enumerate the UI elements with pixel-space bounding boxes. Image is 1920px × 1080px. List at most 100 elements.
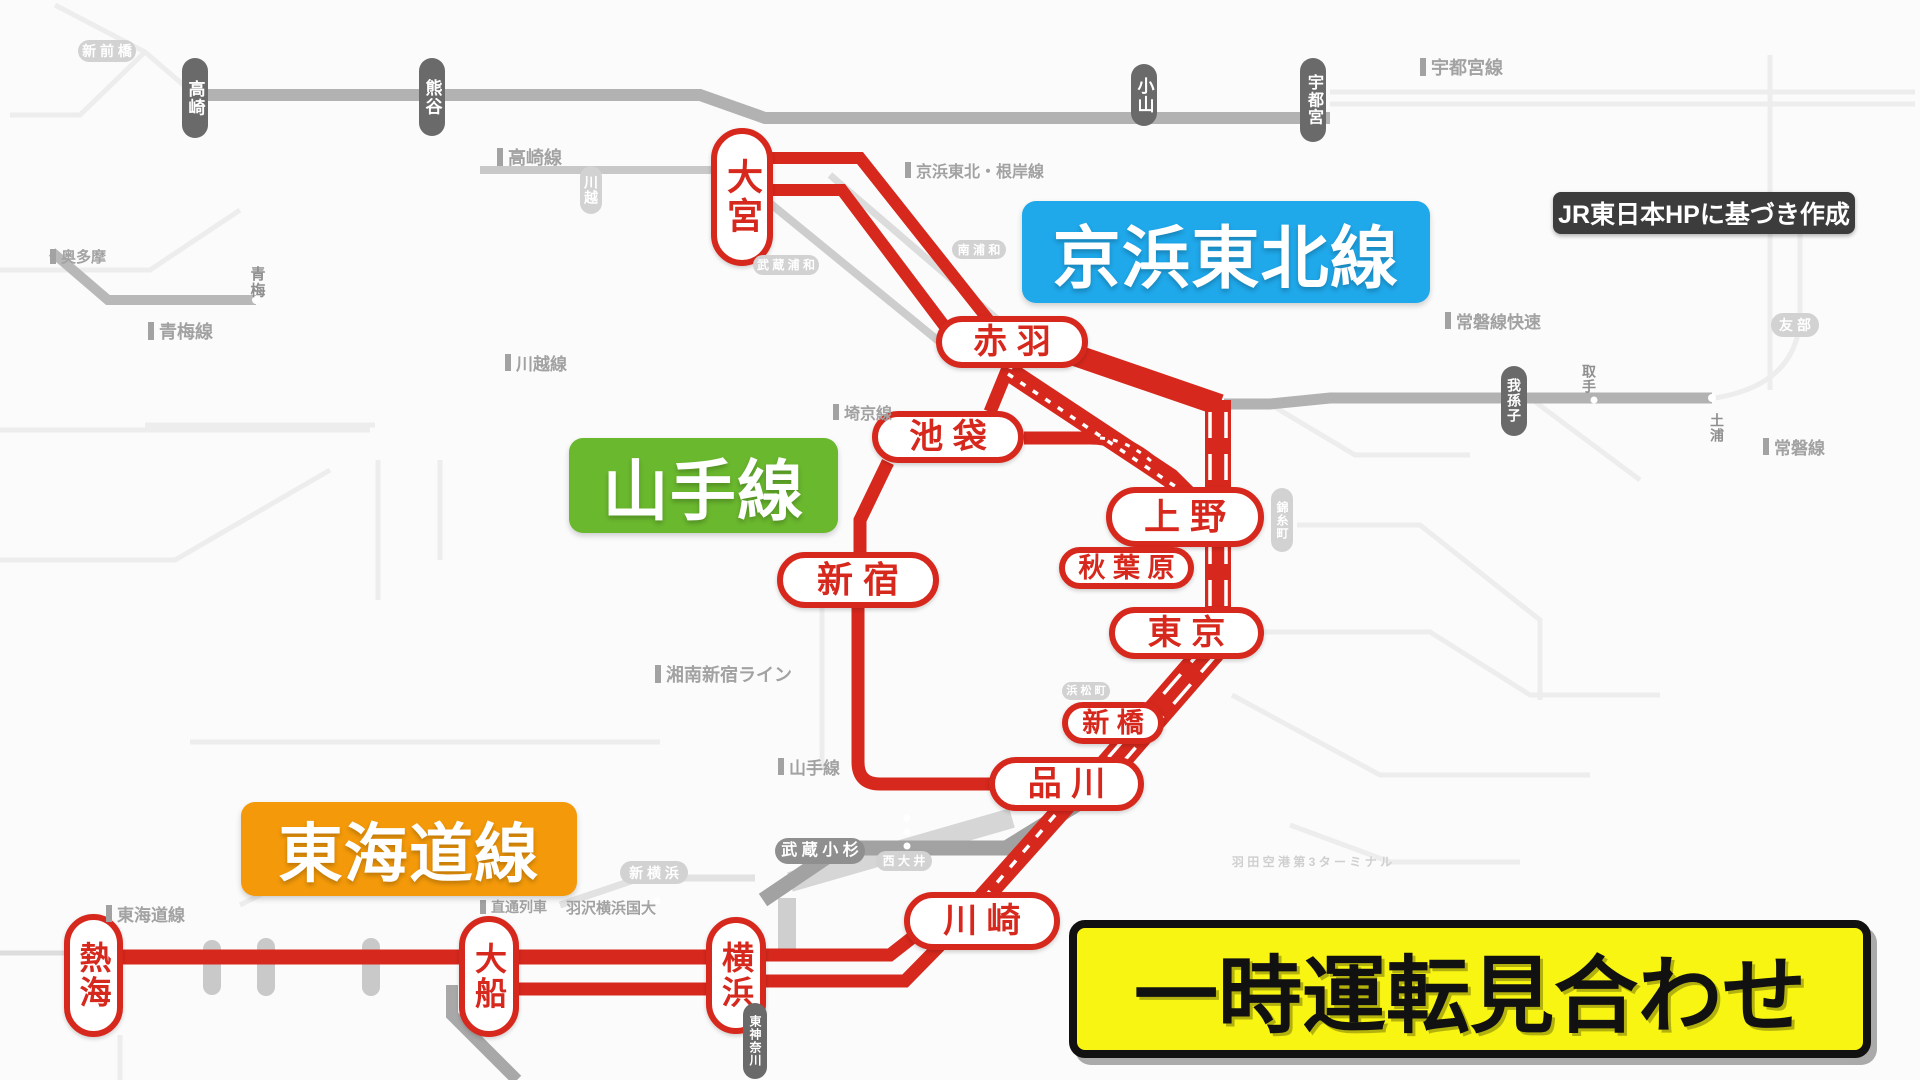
station-label-musashi-urawa: 武蔵浦和 [756,258,819,272]
tokaido-line-label: 東海道線 [241,802,577,896]
station-omiya: 大宮 [711,128,773,266]
station-ofuna: 大船 [459,916,519,1037]
station-label-kinshicho: 錦糸町 [1275,500,1289,540]
station-label-shimbashi: 新橋 [1082,707,1152,738]
station-abiko: 我孫子 [1501,366,1527,436]
station-label-ome: 青梅 [248,265,266,299]
line-label-text-keihin-tohoku-negishi-line: 京浜東北・根岸線 [916,164,1045,181]
station-kumagaya: 熊谷 [419,58,445,136]
line-label-text-kawagoe-line: 川越線 [516,355,567,374]
line-label-kawagoe-line: 川越線 [505,350,567,375]
line-label-text-takasaki-line: 高崎線 [508,148,562,168]
station-label-toride: 取手 [1581,363,1597,395]
station-musashi-urawa: 武蔵浦和 [753,255,819,275]
station-label-ofuna: 大船 [471,941,507,1012]
line-label-joban-rapid-line: 常磐線快速 [1445,308,1541,333]
line-label-saikyo-line: 埼京線 [833,400,892,424]
omiya-akabane-upper-path [772,152,1003,336]
station-label-atami: 熱海 [75,940,112,1011]
station-kawasaki: 川崎 [904,892,1060,950]
station-label-higashi-kanagawa: 東神奈川 [748,1015,762,1067]
line-label-hazawa-yokohama-kokudai: 羽沢横浜国大 [566,897,656,918]
omiya-akabane-lower-path [772,184,963,348]
station-ueno: 上野 [1106,487,1264,547]
line-label-tokaido-line-small: 東海道線 [106,901,185,926]
line-label-direct-train: 直通列車 [480,897,547,917]
station-shinjuku: 新宿 [777,552,939,608]
line-label-text-saikyo-line: 埼京線 [844,406,893,423]
station-minami-urawa: 南浦和 [952,240,1006,259]
station-shimbashi: 新橋 [1062,702,1164,744]
service-suspension-banner: 一時運転見合わせ [1069,920,1871,1058]
line-label-text-joban-rapid-line: 常磐線快速 [1456,313,1541,332]
shinjuku-shinagawa-path [851,607,992,791]
station-musashi-kosugi: 武蔵小杉 [775,838,865,864]
station-tomobe: 友部 [1771,313,1819,337]
station-label-kawasaki: 川崎 [943,902,1031,940]
line-label-shonan-shinjuku-line: 湘南新宿ライン [655,661,792,687]
akabane-junction-band-a-path [1056,339,1224,416]
station-label-oyama: 小山 [1134,76,1154,114]
station-label-kawagoe: 川越 [583,174,599,206]
line-label-yamanote-line-small: 山手線 [778,754,840,779]
akabane-ikebukuro-path [983,365,1015,415]
line-label-joban-line: 常磐線 [1763,434,1825,459]
yamanote-line-label: 山手線 [569,438,838,533]
station-label-shimmaebashi: 新前橋 [82,43,136,59]
station-label-tokyo: 東京 [1147,614,1235,652]
line-label-text-joban-line: 常磐線 [1774,439,1825,458]
station-label-hamamatsucho: 浜松町 [1066,684,1109,697]
station-ome: 青梅 [248,262,266,302]
station-shin-yokohama: 新横浜 [620,861,688,884]
station-label-nishi-oi: 西大井 [882,854,929,868]
line-label-text-hazawa-yokohama-kokudai: 羽沢横浜国大 [566,900,657,917]
minor-station-stubs [203,938,380,996]
station-label-minami-urawa: 南浦和 [957,242,1004,257]
station-shinagawa: 品川 [989,757,1144,811]
line-label-keihin-tohoku-negishi-line: 京浜東北・根岸線 [905,158,1044,182]
line-label-text-ome-line: 青梅線 [159,322,213,342]
line-label-text-utsunomiya-line: 宇都宮線 [1431,58,1503,78]
station-hamamatsucho: 浜松町 [1062,682,1110,700]
station-label-akihabara: 秋葉原 [1078,552,1183,583]
line-label-okutama: 奥多摩 [50,246,106,267]
station-nishi-oi: 西大井 [876,851,932,871]
station-label-tsuchiura: 土浦 [1709,412,1725,444]
station-akabane: 赤羽 [936,316,1088,368]
station-takasaki: 高崎 [182,58,208,138]
station-label-shinjuku: 新宿 [816,559,910,600]
station-label-takasaki: 高崎 [185,79,205,117]
station-atami: 熱海 [64,914,123,1037]
station-oyama: 小山 [1131,64,1157,126]
station-label-musashi-kosugi: 武蔵小杉 [781,842,864,859]
line-label-utsunomiya-line: 宇都宮線 [1420,54,1503,80]
keihin-tohoku-line-label: 京浜東北線 [1022,201,1430,303]
line-label-text-shonan-shinjuku-line: 湘南新宿ライン [666,665,792,685]
station-label-shinagawa: 品川 [1027,765,1115,803]
station-label-omiya: 大宮 [722,158,763,236]
ikebukuro-shinjuku-path [853,459,894,552]
line-label-ome-line: 青梅線 [148,318,213,344]
terminal-dots [252,296,1716,905]
station-label-akabane: 赤羽 [973,323,1061,361]
station-label-tomobe: 友部 [1779,317,1815,333]
station-higashi-kanagawa: 東神奈川 [743,1003,767,1079]
station-label-haneda-t3: 羽田空港第3ターミナル [1231,855,1396,869]
station-label-abiko: 我孫子 [1506,378,1522,424]
station-utsunomiya: 宇都宮 [1300,58,1326,142]
station-ikebukuro: 池袋 [872,411,1024,463]
station-tsuchiura: 土浦 [1708,410,1726,446]
station-haneda-t3: 羽田空港第3ターミナル [1232,854,1392,870]
station-akihabara: 秋葉原 [1059,547,1194,589]
line-label-text-yamanote-line-small: 山手線 [789,759,840,778]
attribution-badge: JR東日本HPに基づき作成 [1553,192,1855,234]
station-tokyo: 東京 [1109,607,1264,659]
line-label-text-direct-train: 直通列車 [491,899,547,915]
station-label-kumagaya: 熊谷 [422,78,442,116]
station-label-utsunomiya: 宇都宮 [1305,74,1322,126]
station-kinshicho: 錦糸町 [1271,488,1293,552]
line-label-text-okutama: 奥多摩 [61,249,107,266]
